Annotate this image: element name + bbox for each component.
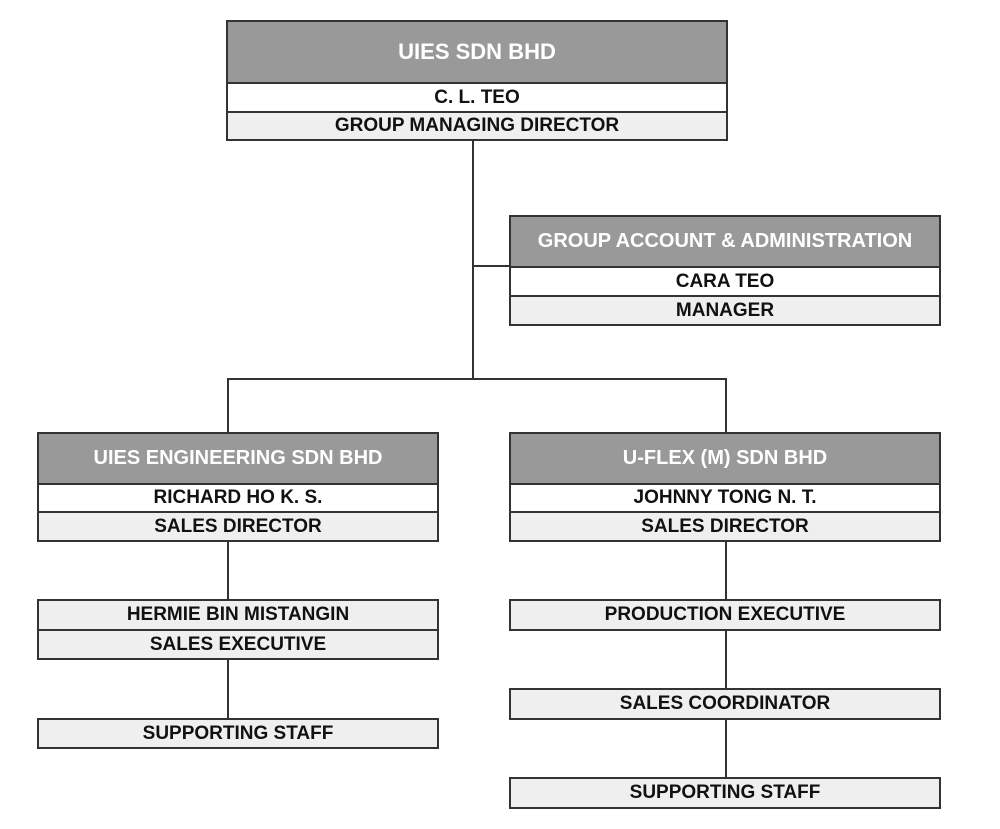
- node-admin-company: GROUP ACCOUNT & ADMINISTRATION: [511, 217, 939, 266]
- node-root: UIES SDN BHD C. L. TEO GROUP MANAGING DI…: [226, 20, 728, 141]
- connector-uflex-production: [725, 541, 727, 601]
- node-uflex-name: JOHNNY TONG N. T.: [511, 483, 939, 511]
- node-uflex-production-label: PRODUCTION EXECUTIVE: [511, 601, 939, 629]
- node-root-name: C. L. TEO: [228, 82, 726, 111]
- connector-root-trunk: [472, 140, 474, 380]
- node-root-title: GROUP MANAGING DIRECTOR: [228, 111, 726, 139]
- node-uflex-production: PRODUCTION EXECUTIVE: [509, 599, 941, 631]
- node-engineering-exec-title: SALES EXECUTIVE: [39, 629, 437, 658]
- node-engineering-name: RICHARD HO K. S.: [39, 483, 437, 511]
- node-engineering: UIES ENGINEERING SDN BHD RICHARD HO K. S…: [37, 432, 439, 542]
- connector-engineering-staff: [227, 660, 229, 719]
- node-uflex-coordinator-label: SALES COORDINATOR: [511, 690, 939, 718]
- node-root-company: UIES SDN BHD: [228, 22, 726, 82]
- node-engineering-title: SALES DIRECTOR: [39, 511, 437, 540]
- node-engineering-company: UIES ENGINEERING SDN BHD: [39, 434, 437, 483]
- node-engineering-staff: SUPPORTING STAFF: [37, 718, 439, 749]
- connector-split-horizontal: [227, 378, 727, 380]
- connector-admin-branch: [472, 265, 512, 267]
- node-uflex-company: U-FLEX (M) SDN BHD: [511, 434, 939, 483]
- node-uflex: U-FLEX (M) SDN BHD JOHNNY TONG N. T. SAL…: [509, 432, 941, 542]
- connector-uflex-staff: [725, 719, 727, 779]
- connector-uflex-coordinator: [725, 630, 727, 690]
- node-engineering-exec-name: HERMIE BIN MISTANGIN: [39, 601, 437, 629]
- node-engineering-exec: HERMIE BIN MISTANGIN SALES EXECUTIVE: [37, 599, 439, 660]
- node-admin-title: MANAGER: [511, 295, 939, 324]
- node-engineering-staff-label: SUPPORTING STAFF: [39, 720, 437, 747]
- node-uflex-coordinator: SALES COORDINATOR: [509, 688, 941, 720]
- node-uflex-staff: SUPPORTING STAFF: [509, 777, 941, 809]
- node-admin: GROUP ACCOUNT & ADMINISTRATION CARA TEO …: [509, 215, 941, 326]
- connector-engineering-drop: [227, 378, 229, 434]
- node-uflex-title: SALES DIRECTOR: [511, 511, 939, 540]
- node-uflex-staff-label: SUPPORTING STAFF: [511, 779, 939, 807]
- connector-engineering-exec: [227, 541, 229, 601]
- node-admin-name: CARA TEO: [511, 266, 939, 295]
- connector-uflex-drop: [725, 378, 727, 434]
